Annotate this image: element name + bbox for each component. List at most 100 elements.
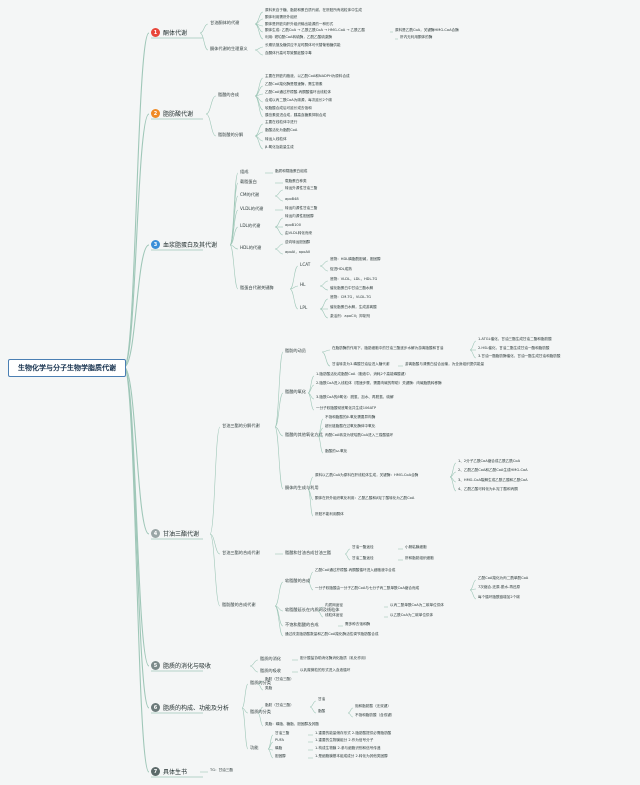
node-b4-c1[interactable]: 软脂酸的合成	[285, 578, 311, 583]
node-b4-c2b2[interactable]: 以乙酰CoA为二碳单位供体	[390, 613, 434, 617]
node-b4-a3c[interactable]: 丙酰CoA转变为琥珀酰CoA进入三羧酸循环	[325, 433, 394, 437]
node-b1-b2[interactable]: 血酮体升高可导致酮症酸中毒	[265, 51, 312, 55]
node-b4-a2a[interactable]: 1.脂肪酸活化成脂酰CoA（胞液中，消耗2个高能磷酸键）	[316, 372, 408, 376]
node-b6-c3[interactable]: 磷脂	[275, 746, 283, 750]
node-b6-b2[interactable]: 类脂：磷脂、糖脂、胆固醇及其酯	[265, 722, 319, 726]
node-b5-b1[interactable]: 以乳糜微粒的形式进入血液循环	[300, 668, 351, 672]
node-b4-b1a[interactable]: 甘油一酯途径	[352, 545, 374, 549]
node-b4-b1[interactable]: 脂酸和甘油合成甘油三酯	[285, 550, 332, 555]
node-b3-c2[interactable]: apoB48	[285, 197, 299, 201]
node-b2-a6[interactable]: 胰岛素促进合成，胰高血糖素抑制合成	[265, 113, 327, 117]
node-b4-a1e[interactable]: 甘油转变为3-磷酸甘油后进入糖代谢	[332, 362, 390, 366]
node-b4-c[interactable]: 脂肪酸的合成代谢	[222, 602, 256, 607]
node-b4-a4b1[interactable]: 1、2分子乙酰CoA缩合成乙酰乙酰CoA	[458, 459, 521, 463]
node-b6-c2a[interactable]: 1.重要的生物膜组分 2.作为信号分子	[315, 738, 374, 742]
node-b4-c1e[interactable]: 每个循环脂酰链增加2个碳	[478, 595, 520, 599]
node-b1-a1[interactable]: 原料来自于糖、脂肪和蛋白质代谢，在肝脏所有线粒体中生成	[265, 8, 363, 12]
node-b3-g3c[interactable]: 激活剂：apoCII；抑制剂	[330, 314, 371, 318]
node-b4-a[interactable]: 甘油三酯的分解代谢	[222, 423, 260, 428]
node-b1-b[interactable]: 酮体代谢的生理意义	[210, 46, 248, 51]
node-b4-a2d[interactable]: 一分子软脂酸彻底氧化共生成106ATP	[316, 406, 377, 410]
node-b6-b1a[interactable]: 甘油	[318, 697, 326, 701]
node-b2-a5[interactable]: 软脂酸合成后可延长或去饱和	[265, 106, 312, 110]
node-b2-b4[interactable]: β-氧化及能量生成	[265, 145, 294, 149]
node-b4-a4b2[interactable]: 2、乙酰乙酰CoA和乙酰CoA生成HMG-CoA	[458, 468, 528, 472]
node-b4-c2a[interactable]: 内质网途径	[325, 603, 343, 607]
node-b4-c3a[interactable]: 需多种去饱和酶	[345, 622, 371, 626]
node-b4-a3a[interactable]: 不饱和脂酸的β-氧化需要异构酶	[325, 415, 376, 419]
node-b4-a1d[interactable]: 3.甘油一酯脂肪酶催化，甘油一酯生成甘油和脂肪酸	[478, 354, 561, 358]
node-b6-a2[interactable]: 类脂	[265, 686, 273, 690]
node-b4-a4[interactable]: 酮体的生成与利用	[285, 485, 319, 490]
node-b3-g1b[interactable]: 促进HDL成熟	[330, 267, 352, 271]
node-b3-g2b[interactable]: 催化脂蛋白中甘油三酯水解	[330, 286, 374, 290]
node-b3-g3b[interactable]: 催化脂蛋白水解，生成游离酸	[330, 305, 377, 309]
node-b4-a2b[interactable]: 2.脂酰CoA进入线粒体（限速步骤，需要肉碱的帮助）关键酶：肉碱脂酰转移酶	[316, 381, 442, 385]
node-b6-b1b[interactable]: 脂酸	[318, 709, 326, 713]
node-b4-b1a2[interactable]: 小肠粘膜细胞	[405, 545, 427, 549]
node-b4-c3[interactable]: 不饱和脂酸的合成	[285, 622, 319, 627]
node-b3-d[interactable]: VLDL的代谢	[240, 206, 264, 211]
node-b6-c[interactable]: 功能	[250, 745, 259, 750]
node-b4-c1a[interactable]: 乙酰CoA通过柠檬酸-丙酮酸循环进入细胞液中合成	[315, 568, 396, 572]
root-node[interactable]: 生物化学与分子生物学脂质代谢	[8, 359, 126, 377]
node-b3-f1[interactable]: 逆向转运胆固醇	[285, 240, 311, 244]
node-b3-e1[interactable]: 转运内源性胆固醇	[285, 214, 314, 218]
node-b3-d1[interactable]: 转运内源性甘油三酯	[285, 206, 318, 210]
node-b3-e2[interactable]: apoB100	[285, 223, 302, 227]
node-b4-b1b2[interactable]: 肝和脂肪组织细胞	[405, 556, 434, 560]
node-b4-c2[interactable]: 软脂酸延长在内质网及线粒体	[285, 607, 340, 612]
node-b4-a1[interactable]: 脂肪的动员	[285, 348, 306, 353]
node-b4-c1d[interactable]: 7次缩合-还原-脱水-再还原	[478, 585, 521, 589]
node-b2-a3[interactable]: 乙酰CoA通过柠檬酸-丙酮酸循环出线粒体	[265, 90, 331, 94]
node-b4-a3[interactable]: 脂酸的其他氧化方式	[285, 432, 323, 437]
node-b4-b1b[interactable]: 甘油二酯途径	[352, 556, 374, 560]
node-b4-a3b[interactable]: 超长链脂酸在过氧化酶体中氧化	[325, 424, 376, 428]
node-b6-c4a[interactable]: 1.是细胞膜基本组成成分 2.转化为其他类固醇	[315, 754, 388, 758]
node-b2-a4[interactable]: 合成以丙二酰CoA为碳源，每次延长2个碳	[265, 98, 332, 102]
node-b4-a1b[interactable]: 1.ATGL催化，甘油三酯生成甘油二酯和脂肪酸	[478, 337, 552, 341]
node-b4-c1b[interactable]: 一分子软脂酸由一分子乙酰CoA与七分子丙二酰单酰CoA缩合而成	[315, 586, 420, 590]
node-b3-f[interactable]: HDL的代谢	[240, 245, 262, 250]
node-b4-a2[interactable]: 脂酸的氧化	[285, 389, 306, 394]
node-b3-e3[interactable]: 由VLDL转化而来	[285, 231, 313, 235]
node-b1-b1[interactable]: 长期饥饿及糖供应不足时酮体可代替葡萄糖供能	[265, 43, 341, 47]
node-b4-a1c[interactable]: 2.HSL催化，甘油二酯生成甘油一酯和脂肪酸	[478, 346, 550, 350]
node-b6-a1[interactable]: 脂肪（甘油三酯）	[265, 677, 294, 681]
node-b4-a2c[interactable]: 3.脂酰CoA的β氧化：脱氢、加水、再脱氢、硫解	[316, 395, 394, 399]
node-b5-b[interactable]: 脂质的吸收	[260, 668, 281, 673]
node-b2-b1[interactable]: 主要在线粒体中进行	[265, 120, 298, 124]
node-b6-b1b1[interactable]: 饱和脂肪酸（无双键）	[355, 704, 391, 708]
node-b4-a4b4[interactable]: 4、乙酰乙酸可转化为β-羟丁酸和丙酮	[458, 487, 518, 491]
node-b4-b[interactable]: 甘油三酯的合成代谢	[222, 550, 260, 555]
node-b6-b1[interactable]: 脂肪（甘油三酯）	[265, 703, 294, 707]
node-b2-a[interactable]: 脂酸的合成	[218, 92, 239, 97]
node-b2-a1[interactable]: 主要在肝脏内胞液，以乙酰CoA和NADPH为原料合成	[265, 74, 350, 78]
node-b6-c3a[interactable]: 1.构成生物膜 2.参与细胞识别和信号传递	[315, 746, 381, 750]
node-b4-a4a[interactable]: 原料以乙酰CoA为原料在肝线粒体生成，关键酶：HMG-CoA合酶	[315, 473, 419, 477]
node-b3-g3a[interactable]: 底物：CM-TG，VLDL-TG	[330, 295, 372, 299]
node-b4-a4c[interactable]: 酮体在肝外组织氧化利用：乙酰乙酸和β羟丁酸转化为乙酰CoA	[315, 496, 415, 500]
node-b1-a3[interactable]: 酮体是肝脏向肝外组织输出能源的一种形式	[265, 22, 334, 26]
node-b6-c4[interactable]: 胆固醇	[275, 754, 286, 758]
node-b3-g1a[interactable]: 底物：HDL磷脂酰胆碱，胆固醇	[330, 257, 381, 261]
node-b3-b[interactable]: 载脂蛋白	[240, 179, 257, 184]
node-b2-b2[interactable]: 脂酸活化为脂酰CoA	[265, 128, 298, 132]
node-b6-b1b2[interactable]: 不饱和脂肪酸（含双键）	[355, 713, 395, 717]
node-b4-a1a[interactable]: 在脂肪酶的作用下，脂肪细胞中的甘油三酯逐步水解为游离脂酸和甘油	[332, 346, 444, 350]
node-b1-a2[interactable]: 酮体利用需肝外组织	[265, 15, 298, 19]
node-b2-b[interactable]: 脂肪酸的分解	[218, 132, 244, 137]
node-b4-c1c[interactable]: 乙酰CoA羧化为丙二酰单酰CoA	[478, 576, 529, 580]
node-b5-a1[interactable]: 胆汁酸盐协助消化酶消化脂质（乳化作用）	[300, 656, 369, 660]
node-b3-a1[interactable]: 脂质和载脂蛋白组成	[275, 169, 308, 173]
node-b2-a2[interactable]: 乙酰CoA羧化酶是限速酶，需生物素	[265, 82, 323, 86]
node-b7-a[interactable]: TG：甘油三酯	[210, 768, 233, 772]
node-b3-g2[interactable]: HL	[300, 282, 306, 287]
node-b1-a5b[interactable]: 肝内无利用酮体的酶	[400, 35, 433, 39]
node-b3-g3[interactable]: LPL	[300, 305, 308, 310]
